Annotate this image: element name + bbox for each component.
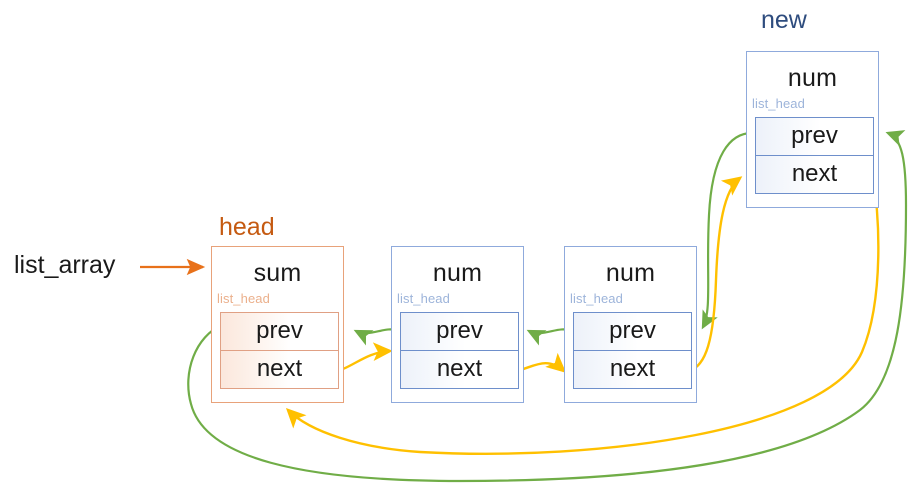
node-head[interactable]: sum list_head prev next xyxy=(211,246,344,403)
edge-node2-next-to-new xyxy=(688,176,743,373)
node-node2-fields: prev next xyxy=(573,312,692,389)
node-head-struct-label: list_head xyxy=(217,291,270,306)
node-new[interactable]: num list_head prev next xyxy=(746,51,879,208)
node-new-field-prev[interactable]: prev xyxy=(756,118,873,156)
new-caption: new xyxy=(761,6,807,34)
node-new-struct-label: list_head xyxy=(752,96,805,111)
node-head-field-prev[interactable]: prev xyxy=(221,313,338,351)
edge-head-next-to-node1 xyxy=(335,342,393,373)
node-head-field-next[interactable]: next xyxy=(256,355,303,383)
node-node2[interactable]: num list_head prev next xyxy=(564,246,697,403)
node-new-field-next[interactable]: next xyxy=(791,160,838,188)
node-new-fields: prev next xyxy=(755,117,874,194)
node-node2-struct-label: list_head xyxy=(570,291,623,306)
edge-head-prev-to-new xyxy=(187,130,908,483)
node-head-title: sum xyxy=(253,259,302,287)
node-node1-struct-label: list_head xyxy=(397,291,450,306)
node-node1[interactable]: num list_head prev next xyxy=(391,246,524,403)
node-node1-field-prev[interactable]: prev xyxy=(401,313,518,351)
node-node1-title: num xyxy=(432,259,483,287)
node-node2-title: num xyxy=(605,259,656,287)
edge-new-prev-to-node2 xyxy=(701,131,753,330)
node-head-fields: prev next xyxy=(220,312,339,389)
node-new-title: num xyxy=(787,64,838,92)
node-node2-field-next[interactable]: next xyxy=(609,355,656,383)
list-array-label: list_array xyxy=(14,251,116,279)
node-node1-field-next[interactable]: next xyxy=(436,355,483,383)
edge-new-next-to-head xyxy=(285,171,880,455)
head-caption: head xyxy=(219,213,275,241)
node-node2-field-prev[interactable]: prev xyxy=(574,313,691,351)
node-node1-fields: prev next xyxy=(400,312,519,389)
